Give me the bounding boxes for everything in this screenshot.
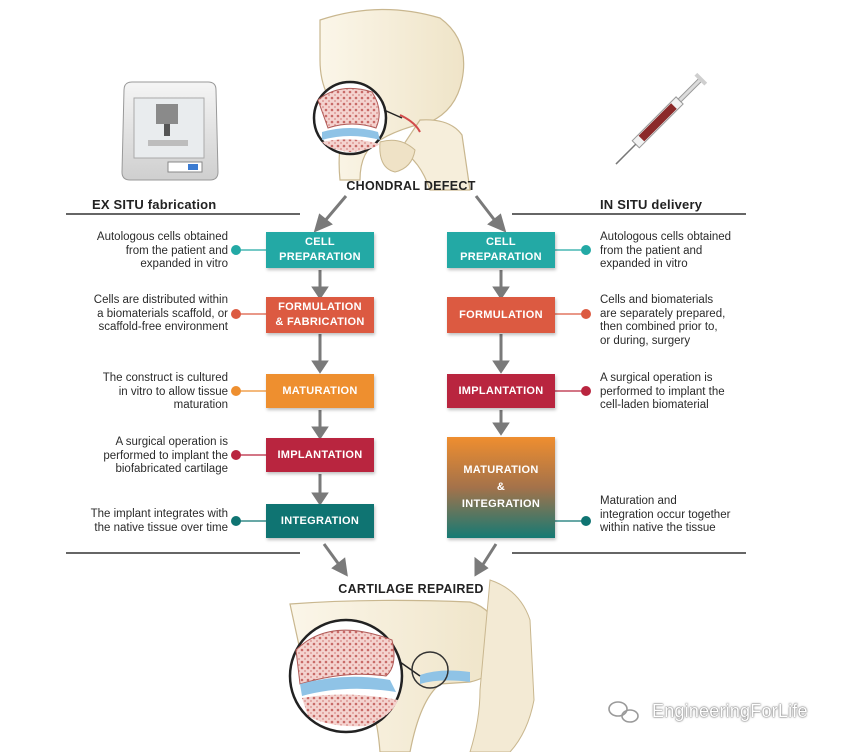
left-implantation-box: IMPLANTATION [266, 438, 374, 472]
syringe-illustration [615, 72, 708, 165]
chondral-defect-title: CHONDRAL DEFECT [346, 179, 476, 193]
right-maturation-integration-box: MATURATION & INTEGRATION [447, 437, 555, 538]
cartilage-repaired-title: CARTILAGE REPAIRED [338, 582, 484, 596]
right-connectors [555, 245, 591, 526]
bottom-arrows [322, 543, 498, 577]
bottom-knee-illustration [288, 579, 535, 752]
left-formulation-description: Cells are distributed within a biomateri… [93, 294, 228, 333]
left-column-arrows [311, 270, 329, 506]
right-formulation-description: Cells and biomaterials are separately pr… [600, 294, 726, 347]
left-cell-preparation-description: Autologous cells obtained from the patie… [96, 231, 228, 270]
watermark-text: EngineeringForLife [652, 701, 808, 721]
left-cell-preparation-box: CELL PREPARATION [266, 232, 374, 268]
right-cell-preparation-box: CELL PREPARATION [447, 232, 555, 268]
ex-situ-heading: EX SITU fabrication [92, 197, 217, 212]
right-formulation-box: FORMULATION [447, 297, 555, 333]
bioprinter-illustration [121, 81, 219, 181]
left-maturation-box: MATURATION [266, 374, 374, 408]
right-column-arrows [492, 270, 510, 436]
right-cell-preparation-description: Autologous cells obtained from the patie… [600, 231, 732, 270]
right-implantation-box: IMPLANTATION [447, 374, 555, 408]
left-integration-description: The implant integrates with the native t… [90, 508, 228, 534]
top-arrows [313, 195, 507, 233]
left-maturation-description: The construct is cultured in vitro to al… [102, 372, 228, 411]
top-knee-illustration [312, 8, 471, 191]
wechat-icon [608, 701, 639, 723]
left-integration-box: INTEGRATION [266, 504, 374, 538]
in-situ-heading: IN SITU delivery [600, 197, 703, 212]
right-maturation-integration-description: Maturation and integration occur togethe… [600, 495, 731, 534]
right-implantation-description: A surgical operation is performed to imp… [600, 372, 725, 411]
left-implantation-description: A surgical operation is performed to imp… [103, 436, 228, 475]
left-formulation-fabrication-box: FORMULATION & FABRICATION [266, 297, 374, 333]
left-connectors [231, 245, 266, 526]
